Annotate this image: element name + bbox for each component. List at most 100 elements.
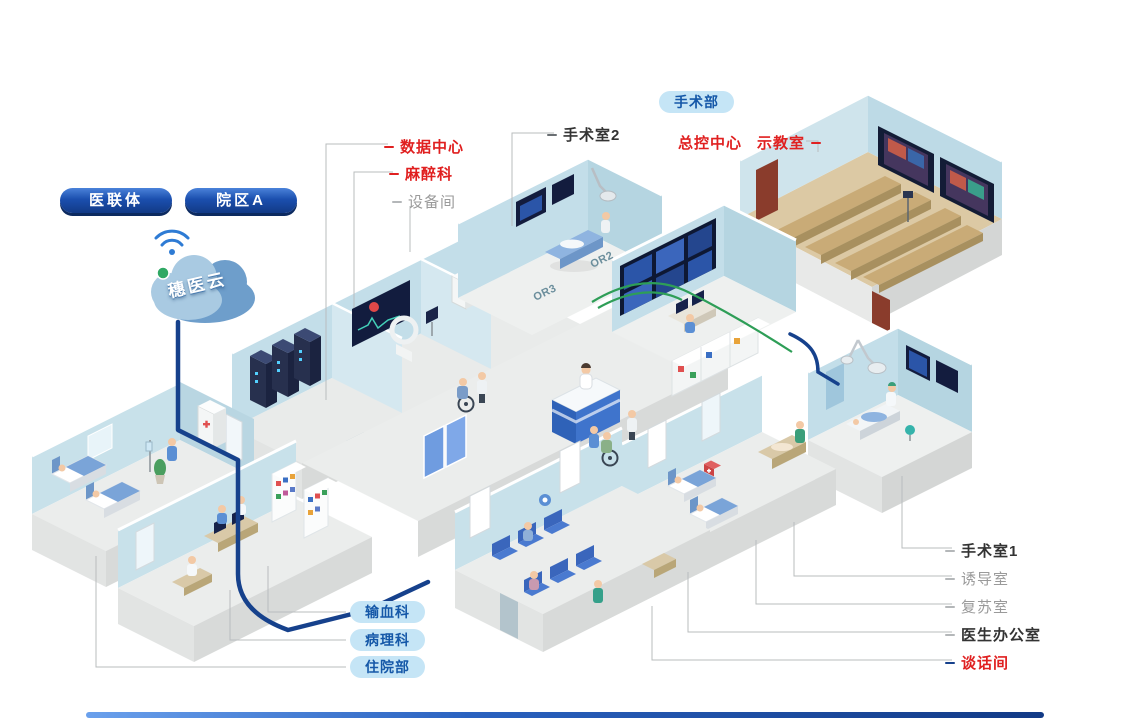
ward-bed-2 [84, 481, 142, 518]
leader-dash [945, 605, 955, 608]
label-classroom: 示教室 [757, 132, 822, 153]
prep-door-2 [701, 392, 721, 442]
label-induction-room: 诱导室 [945, 568, 1009, 589]
visitor-standing [477, 372, 487, 403]
anesthesia-monitor-wall-screen [352, 280, 410, 347]
surgeon [886, 382, 896, 406]
green-cable-1 [591, 282, 793, 353]
or1-surgical-light [840, 339, 887, 374]
or1-floor [808, 395, 972, 477]
pill-campus-a[interactable]: 院区A [185, 188, 297, 213]
classroom-block [739, 92, 1003, 332]
medicine-cabinet-1 [271, 461, 306, 523]
label-data-center: 数据中心 [384, 136, 464, 157]
leader-dash [945, 577, 955, 580]
leader-lines [95, 132, 952, 668]
talk-room-table [642, 553, 676, 578]
video-wall [620, 218, 716, 316]
patient-wheelchair-2 [601, 432, 619, 467]
leader-dash [945, 633, 955, 636]
receptionist [579, 363, 593, 390]
or1-operating-table [846, 404, 900, 440]
reception-desk [550, 377, 622, 444]
leader-dash [547, 133, 557, 136]
waiting-area-block [454, 426, 710, 652]
classroom-door [756, 159, 778, 221]
waiting-door-1 [469, 485, 491, 539]
escort-nurse [589, 426, 599, 448]
leader-dash [384, 145, 394, 148]
label-or2: 手术室2 [547, 124, 620, 145]
or1-door [826, 363, 844, 410]
c-arm-machine [389, 306, 438, 362]
plant [154, 459, 166, 484]
operator-person [685, 314, 695, 333]
waiting-door-2 [559, 440, 581, 494]
patient-wheelchair-1 [457, 378, 475, 413]
pill-medical-alliance[interactable]: 医联体 [60, 188, 172, 213]
exam-table [758, 435, 806, 469]
waiting-floor [455, 486, 710, 614]
network-backbone [175, 282, 840, 633]
leader-dash [945, 549, 955, 552]
pedestrian [627, 410, 637, 440]
backbone-cable-right [788, 332, 840, 386]
induction-bed [666, 468, 718, 502]
or2-operating-table [545, 230, 603, 272]
control-center-block [611, 202, 797, 397]
or1-back-left-wall [808, 327, 898, 440]
pill-inpatient[interactable]: 住院部 [350, 656, 425, 678]
ward-floor [32, 440, 254, 551]
doctor-green [795, 421, 805, 443]
pill-blood-transfusion[interactable]: 输血科 [350, 601, 425, 623]
standing-nurse [593, 580, 603, 603]
leader-dash [392, 200, 402, 203]
label-or1: 手术室1 [945, 540, 1018, 561]
camera-tripod [903, 191, 913, 222]
recovery-bed [688, 496, 740, 530]
or2-floor [458, 233, 662, 335]
or2-surgical-light [590, 167, 617, 202]
leader-dash [811, 141, 822, 144]
leader-dash [945, 661, 955, 664]
server-rack-3 [294, 328, 321, 386]
lab-ward-block [117, 439, 372, 662]
lab-tech-1 [217, 505, 227, 524]
classroom-screen-2 [940, 157, 994, 223]
or2-wall-monitors [516, 174, 574, 227]
label-doctor-office: 医生办公室 [945, 624, 1041, 645]
classroom-desk-rows [775, 176, 983, 293]
wall-fan [539, 494, 551, 506]
medical-cabinet [197, 400, 226, 449]
ward-bed-1 [50, 455, 108, 492]
label-anesthesiology: 麻醉科 [389, 163, 453, 184]
backbone-cable [175, 319, 431, 633]
classroom-front-door [872, 291, 890, 332]
pill-surgery-department[interactable]: 手术部 [659, 91, 734, 113]
classroom-screen-1 [878, 126, 934, 193]
office-desk [172, 568, 212, 596]
or1-wall-screens [906, 345, 958, 393]
prep-door-1 [647, 419, 667, 469]
pill-pathology[interactable]: 病理科 [350, 629, 425, 651]
label-talk-room: 谈话间 [945, 652, 1009, 673]
waiting-front-door [500, 593, 518, 639]
locker-shelving [671, 317, 770, 397]
cloud [151, 255, 255, 323]
leader-dash [389, 172, 399, 175]
lobby-floor [302, 308, 728, 521]
prep-back-wall [622, 374, 762, 502]
label-equipment-room: 设备间 [392, 191, 456, 212]
wing-floor [232, 289, 580, 463]
surgical-stool [905, 425, 915, 441]
lab-back-wall [118, 441, 296, 588]
or2-nurse [601, 212, 610, 233]
office-person [187, 556, 197, 576]
medicine-cabinet-2 [303, 477, 338, 539]
seated-patient-1 [523, 522, 533, 541]
lab-door [135, 522, 155, 571]
bottom-accent-bar [86, 712, 1044, 718]
iv-stand [145, 440, 153, 472]
